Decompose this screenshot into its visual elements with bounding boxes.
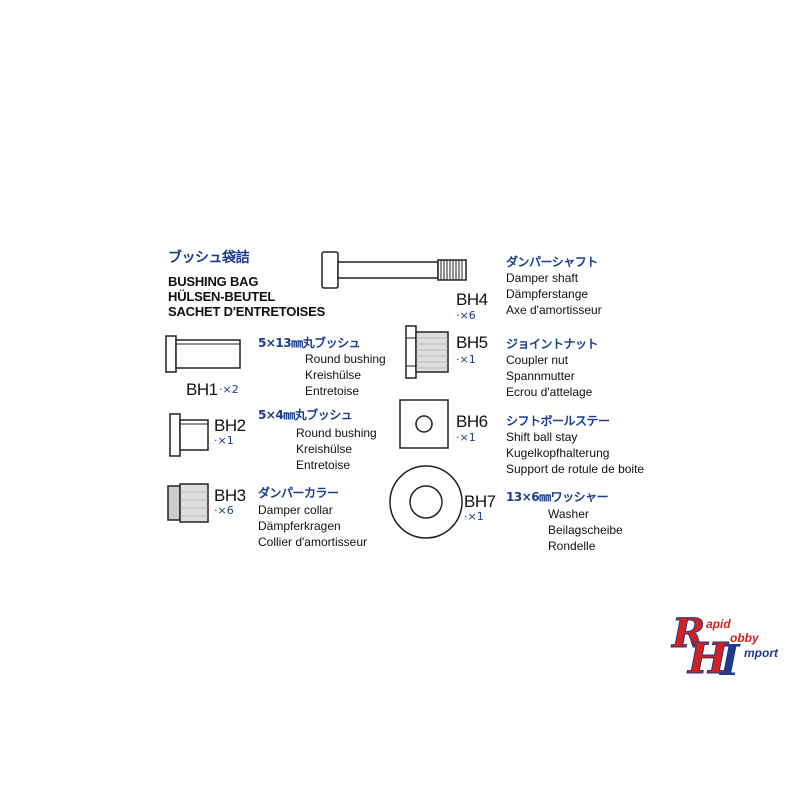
bh1-code: BH1 — [186, 380, 218, 399]
bh6-name-fr: Support de rotule de boite — [506, 462, 645, 476]
damper-collar-illustration — [167, 483, 209, 523]
logo-letter-h: H — [688, 634, 729, 683]
bh6-name-jp: シフトボールステー — [506, 414, 610, 428]
shift-ball-stay-illustration — [399, 399, 449, 449]
bh6-name-en: Shift ball stay — [506, 430, 578, 444]
bh7-code: BH7 — [464, 492, 496, 511]
round-bushing-short-illustration — [169, 413, 209, 457]
bh1-quantity: ·×2 — [219, 383, 239, 396]
bh4-name-fr: Axe d'amortisseur — [506, 303, 602, 317]
bh1-name-en: Round bushing — [305, 352, 386, 366]
bh7-name-jp: 13×6㎜ワッシャー — [506, 490, 609, 504]
bh3-name-de: Dämpferkragen — [258, 519, 341, 533]
bh3-code: BH3 — [214, 486, 246, 505]
logo-word-hobby: obby — [730, 631, 759, 645]
logo-letter-r: R — [671, 610, 706, 657]
bh6-quantity: ·×1 — [456, 431, 476, 444]
bh7-name-fr: Rondelle — [548, 539, 596, 553]
bh5-name-de: Spannmutter — [506, 369, 575, 383]
header-title-fr: SACHET D'ENTRETOISES — [168, 304, 326, 319]
bh1-name-fr: Entretoise — [305, 384, 360, 398]
bh2-code: BH2 — [214, 416, 246, 435]
header-title-de: HÜLSEN-BEUTEL — [168, 289, 276, 304]
bh7-name-en: Washer — [548, 507, 589, 521]
bh4-name-de: Dämpferstange — [506, 287, 589, 301]
coupler-nut-illustration — [405, 325, 449, 379]
bh3-name-en: Damper collar — [258, 503, 333, 517]
header-title-en: BUSHING BAG — [168, 274, 259, 289]
bh5-code: BH5 — [456, 333, 488, 352]
round-bushing-long-illustration — [165, 335, 241, 373]
bh4-code: BH4 — [456, 290, 488, 309]
bh4-name-en: Damper shaft — [506, 271, 579, 285]
bh3-quantity: ·×6 — [214, 504, 234, 517]
bh6-name-de: Kugelkopfhalterung — [506, 446, 610, 460]
bh3-name-fr: Collier d'amortisseur — [258, 535, 367, 549]
bh1-name-jp: 5×13㎜丸ブッシュ — [258, 336, 361, 350]
bh1-name-de: Kreishülse — [305, 368, 362, 382]
logo-word-import: mport — [744, 646, 778, 660]
bh4-quantity: ·×6 — [456, 309, 476, 322]
bh7-name-de: Beilagscheibe — [548, 523, 623, 537]
bh5-quantity: ·×1 — [456, 353, 476, 366]
bh2-name-de: Kreishülse — [296, 442, 353, 456]
bh4-name-jp: ダンパーシャフト — [506, 255, 598, 269]
damper-shaft-illustration — [321, 251, 467, 289]
bh5-name-en: Coupler nut — [506, 353, 569, 367]
bh2-name-jp: 5×4㎜丸ブッシュ — [258, 408, 353, 422]
logo-word-rapid: apid — [706, 617, 731, 631]
bh3-name-jp: ダンパーカラー — [258, 486, 339, 500]
bh5-name-jp: ジョイントナット — [506, 337, 599, 351]
bh5-name-fr: Ecrou d'attelage — [506, 385, 593, 399]
header-title-jp: ブッシュ袋詰 — [168, 250, 250, 266]
logo-letter-i: I — [720, 636, 740, 685]
bh2-name-en: Round bushing — [296, 426, 377, 440]
bh6-code: BH6 — [456, 412, 488, 431]
rapid-hobby-import-logo: R H I apid obby mport — [671, 610, 792, 688]
bh2-quantity: ·×1 — [214, 434, 234, 447]
bh7-quantity: ·×1 — [464, 510, 484, 523]
bh2-name-fr: Entretoise — [296, 458, 351, 472]
washer-illustration — [389, 465, 463, 539]
